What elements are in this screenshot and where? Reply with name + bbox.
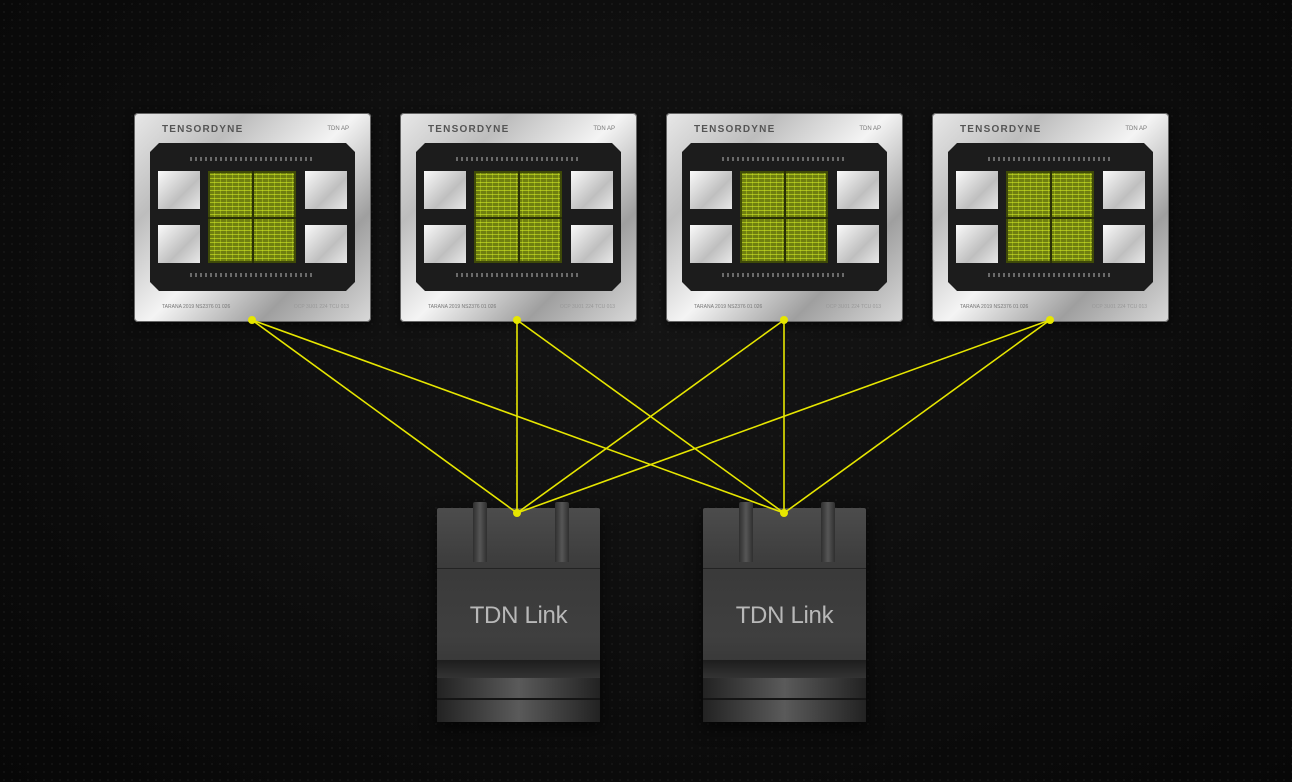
switch-label: TDN Link bbox=[469, 602, 568, 629]
link-port-dot bbox=[248, 316, 256, 324]
memory-stack bbox=[424, 171, 466, 209]
chip-model: TDN AP bbox=[859, 126, 881, 132]
link-port-dot bbox=[513, 509, 521, 517]
memory-stack bbox=[571, 171, 613, 209]
chip-brand: TENSORDYNE bbox=[694, 124, 776, 135]
memory-stack bbox=[690, 225, 732, 263]
chip-code: OCP 3U01 224 TCU 013 bbox=[1091, 304, 1147, 310]
link-port-dot bbox=[780, 316, 788, 324]
die-contacts bbox=[190, 157, 315, 161]
chip-code: OCP 3U01 224 TCU 013 bbox=[825, 304, 881, 310]
switch-label: TDN Link bbox=[735, 602, 834, 629]
chip-model: TDN AP bbox=[593, 126, 615, 132]
link-line bbox=[251, 319, 518, 514]
chip-model: TDN AP bbox=[1125, 126, 1147, 132]
switch-tab bbox=[473, 502, 487, 562]
switch-base bbox=[703, 678, 866, 722]
chip-code: OCP 3U01 224 TCU 013 bbox=[559, 304, 615, 310]
switch-band bbox=[703, 660, 866, 678]
memory-stack bbox=[1103, 225, 1145, 263]
gpu-chip-4: TENSORDYNE TDN AP TARANA 2019 NS2376 01 … bbox=[932, 113, 1169, 322]
compute-core bbox=[208, 171, 296, 263]
die-contacts bbox=[456, 273, 581, 277]
link-port-dot bbox=[513, 316, 521, 324]
memory-stack bbox=[424, 225, 466, 263]
link-line bbox=[251, 319, 785, 514]
chip-serial: TARANA 2019 NS2376 01 026 bbox=[960, 304, 1029, 310]
memory-stack bbox=[305, 225, 347, 263]
die-contacts bbox=[456, 157, 581, 161]
compute-core bbox=[474, 171, 562, 263]
memory-stack bbox=[837, 225, 879, 263]
link-switch-2: TDN Link bbox=[703, 502, 866, 722]
link-line bbox=[516, 319, 785, 514]
memory-stack bbox=[956, 171, 998, 209]
gpu-chip-1: TENSORDYNE TDN AP TARANA 2019 NS2376 01 … bbox=[134, 113, 371, 322]
chip-brand: TENSORDYNE bbox=[428, 124, 510, 135]
die-contacts bbox=[988, 157, 1113, 161]
compute-core bbox=[740, 171, 828, 263]
memory-stack bbox=[158, 225, 200, 263]
switch-tab bbox=[821, 502, 835, 562]
memory-stack bbox=[305, 171, 347, 209]
chip-die bbox=[682, 143, 887, 291]
die-contacts bbox=[722, 157, 847, 161]
chip-die bbox=[948, 143, 1153, 291]
memory-stack bbox=[1103, 171, 1145, 209]
link-port-dot bbox=[780, 509, 788, 517]
link-line bbox=[516, 319, 1051, 514]
link-line bbox=[783, 319, 1051, 514]
memory-stack bbox=[956, 225, 998, 263]
die-contacts bbox=[988, 273, 1113, 277]
link-port-dot bbox=[1046, 316, 1054, 324]
die-contacts bbox=[722, 273, 847, 277]
compute-core bbox=[1006, 171, 1094, 263]
switch-band bbox=[437, 660, 600, 678]
link-switch-1: TDN Link bbox=[437, 502, 600, 722]
gpu-chip-2: TENSORDYNE TDN AP TARANA 2019 NS2376 01 … bbox=[400, 113, 637, 322]
chip-model: TDN AP bbox=[327, 126, 349, 132]
memory-stack bbox=[837, 171, 879, 209]
switch-tab bbox=[555, 502, 569, 562]
chip-brand: TENSORDYNE bbox=[960, 124, 1042, 135]
switch-base bbox=[437, 678, 600, 722]
chip-serial: TARANA 2019 NS2376 01 026 bbox=[694, 304, 763, 310]
memory-stack bbox=[571, 225, 613, 263]
switch-tab bbox=[739, 502, 753, 562]
memory-stack bbox=[158, 171, 200, 209]
gpu-chip-3: TENSORDYNE TDN AP TARANA 2019 NS2376 01 … bbox=[666, 113, 903, 322]
chip-serial: TARANA 2019 NS2376 01 026 bbox=[428, 304, 497, 310]
chip-brand: TENSORDYNE bbox=[162, 124, 244, 135]
die-contacts bbox=[190, 273, 315, 277]
chip-die bbox=[416, 143, 621, 291]
chip-serial: TARANA 2019 NS2376 01 026 bbox=[162, 304, 231, 310]
memory-stack bbox=[690, 171, 732, 209]
chip-die bbox=[150, 143, 355, 291]
chip-code: OCP 3U01 224 TCU 013 bbox=[293, 304, 349, 310]
